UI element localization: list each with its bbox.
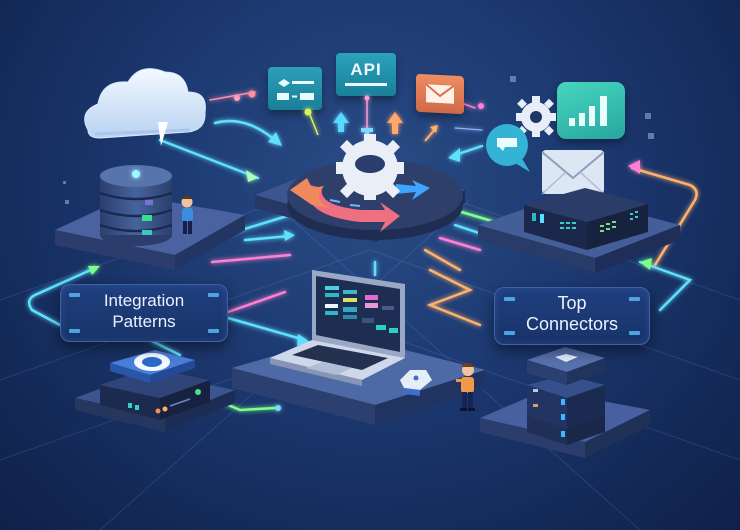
- network-node-icon: [400, 370, 432, 396]
- cloud-icon: [84, 68, 206, 146]
- api-label: API: [350, 60, 382, 79]
- workflow-card-icon: [268, 67, 322, 110]
- integration-label-line2: Patterns: [112, 311, 176, 331]
- person-orange-icon: [456, 363, 475, 411]
- email-server-icon: [524, 188, 648, 250]
- gear-icon: [336, 134, 404, 200]
- connectors-label-line1: Top: [557, 293, 587, 313]
- database-icon: [99, 165, 173, 246]
- integration-patterns-label: Integration Patterns: [60, 284, 228, 342]
- gear-icon: [516, 96, 556, 137]
- chat-bubble-icon: [486, 124, 530, 172]
- bar-chart-card-icon: [557, 82, 625, 139]
- envelope-icon: [541, 150, 605, 195]
- email-card-icon: [416, 73, 464, 115]
- integration-label-line1: Integration: [103, 291, 185, 310]
- api-card-icon: API: [336, 53, 396, 96]
- connectors-label-line2: Connectors: [525, 313, 619, 334]
- person-blue-icon: [181, 195, 193, 234]
- top-connectors-label: Top Connectors: [494, 287, 650, 345]
